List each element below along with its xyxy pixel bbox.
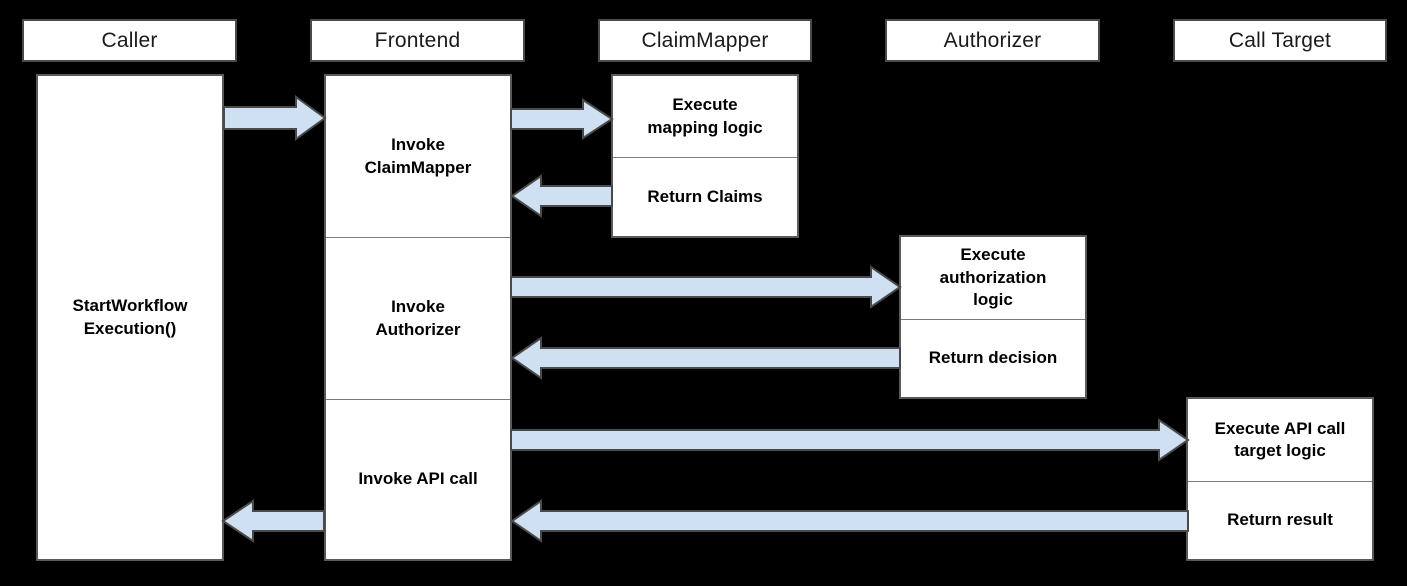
segment-label: Return decision <box>928 348 1058 368</box>
participant-header-calltarget: Call Target <box>1173 19 1387 62</box>
segment-label: Execute API call target logic <box>1214 418 1346 460</box>
message-arrow-claimmapper-to-frontend <box>510 174 613 218</box>
lifeline-frontend: Invoke ClaimMapper Invoke Authorizer Inv… <box>324 74 512 561</box>
segment-label: Invoke API call <box>358 469 478 489</box>
lifeline-calltarget: Execute API call target logic Return res… <box>1186 397 1374 561</box>
segment-label: Execute authorization logic <box>939 245 1047 310</box>
lifeline-segment-execute-api-call-target-logic: Execute API call target logic <box>1188 399 1372 481</box>
lifeline-segment-invoke-api-call: Invoke API call <box>326 399 510 559</box>
segment-label: Return Claims <box>647 186 763 206</box>
lifeline-authorizer: Execute authorization logic Return decis… <box>899 235 1087 399</box>
lifeline-segment-invoke-claimmapper: Invoke ClaimMapper <box>326 76 510 237</box>
segment-label: Execute mapping logic <box>647 95 763 137</box>
message-arrow-calltarget-to-frontend <box>510 499 1189 543</box>
lifeline-caller: StartWorkflow Execution() <box>36 74 224 561</box>
lifeline-segment-return-claims: Return Claims <box>613 157 797 236</box>
lifeline-segment-invoke-authorizer: Invoke Authorizer <box>326 237 510 399</box>
lifeline-segment-caller-start: StartWorkflow Execution() <box>38 76 222 559</box>
segment-label: Invoke ClaimMapper <box>364 135 472 177</box>
participant-header-claimmapper: ClaimMapper <box>598 19 812 62</box>
message-arrow-frontend-to-authorizer <box>510 265 902 309</box>
participant-label: Authorizer <box>943 28 1042 52</box>
message-arrow-authorizer-to-frontend <box>510 336 901 380</box>
message-arrow-caller-to-frontend <box>223 95 327 141</box>
message-arrow-frontend-to-caller <box>221 499 325 543</box>
participant-label: Caller <box>101 28 158 52</box>
lifeline-segment-execute-authorization-logic: Execute authorization logic <box>901 237 1085 319</box>
participant-header-authorizer: Authorizer <box>885 19 1100 62</box>
participant-header-caller: Caller <box>22 19 237 62</box>
lifeline-claimmapper: Execute mapping logic Return Claims <box>611 74 799 238</box>
participant-label: ClaimMapper <box>641 28 769 52</box>
segment-label: StartWorkflow Execution() <box>72 296 188 338</box>
message-arrow-frontend-to-claimmapper <box>510 98 614 140</box>
participant-label: Call Target <box>1228 28 1332 52</box>
lifeline-segment-return-result: Return result <box>1188 481 1372 559</box>
segment-label: Invoke Authorizer <box>375 297 461 339</box>
message-arrow-frontend-to-calltarget <box>510 418 1190 462</box>
participant-label: Frontend <box>374 28 461 52</box>
segment-label: Return result <box>1227 510 1333 530</box>
lifeline-segment-execute-mapping-logic: Execute mapping logic <box>613 76 797 157</box>
lifeline-segment-return-decision: Return decision <box>901 319 1085 397</box>
participant-header-frontend: Frontend <box>310 19 525 62</box>
